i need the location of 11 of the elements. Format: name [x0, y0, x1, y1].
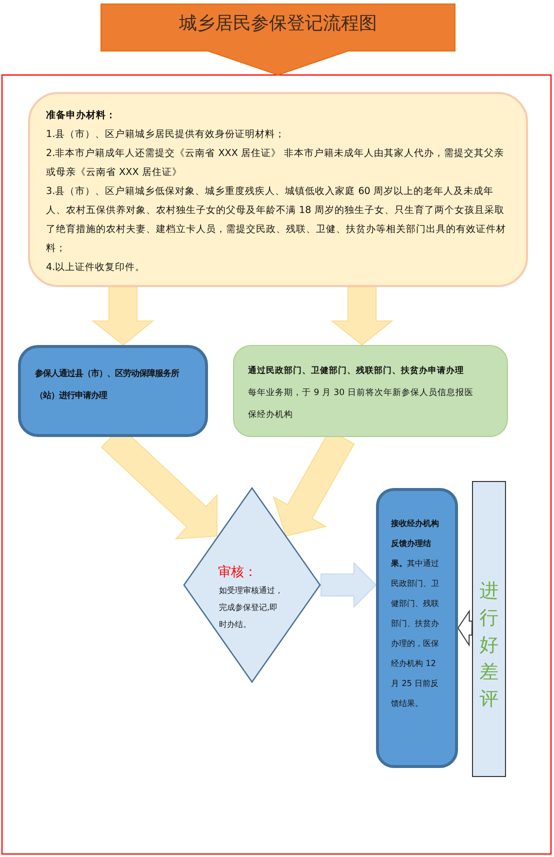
materials-box: 准备申办材料： 1.县（市）、区户籍城乡居民提供有效身份证明材料； 2.非本市户籍成年人还需提交《云南省 XXX 居住证》 非本市户籍未成年人由其家人代办，需提交其父亲或母亲《云南省 XXX 居住证》 3.县（市）、区户籍城乡低保对象、城乡重度残疾人、城镇低收入家庭 60 周岁以上的老年人及未成年人、农村五保供养对象、农村独生子女的父母及年龄不满 18 周岁的独生子女、只生育了两个女孩且采取了绝育措施的农村夫妻、建档立卡人员，需提交民政、残联、卫健、扶贫办等相关部门出具的有效证件材料； 4.以上证件收复印件。: [28, 92, 528, 287]
result-box: 接收经办机构反馈办理结果。其中通过民政部门、卫健部门、残联部门、扶贫办办理的，医保经办机构 12 月 25 日前反馈结果。: [376, 488, 458, 768]
block-arrow: [320, 562, 377, 608]
process-box: 参保人通过县（市）、区劳动保障服务所（站）进行申请办理: [18, 345, 208, 437]
block-arrow: [457, 609, 473, 647]
evaluation-box: 进行好差评: [472, 481, 506, 777]
decision-diamond: 审核： 如受理审核通过，完成参保登记,即时办结。: [183, 487, 321, 683]
block-arrow: [92, 286, 154, 346]
process-box: 通过民政部门、卫健部门、残联部门、扶贫办申请办理 每年业务期，于 9 月 30 日前将次年新参保人员信息报医保经办机构: [233, 345, 508, 437]
block-arrow: [330, 286, 394, 346]
title-banner: 城乡居民参保登记流程图: [100, 3, 456, 76]
